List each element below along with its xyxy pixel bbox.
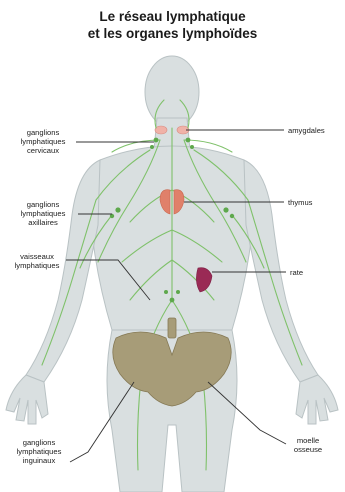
label-vaisseaux-lymphatiques: vaisseaux lymphatiques: [6, 252, 68, 270]
label-inguinaux-line2: lymphatiques: [6, 447, 72, 456]
label-thymus: thymus: [288, 198, 343, 207]
label-inguinaux-line3: inguinaux: [6, 456, 72, 465]
label-ganglions-axillaires: ganglions lymphatiques axillaires: [8, 200, 78, 227]
left-hand: [6, 375, 48, 424]
label-axillaires-line3: axillaires: [8, 218, 78, 227]
label-moelle-line1: moelle: [282, 436, 334, 445]
head: [145, 56, 199, 128]
label-rate-text: rate: [290, 268, 330, 277]
label-moelle-osseuse: moelle osseuse: [282, 436, 334, 454]
label-ganglions-inguinaux: ganglions lymphatiques inguinaux: [6, 438, 72, 465]
label-vaisseaux-line1: vaisseaux: [6, 252, 68, 261]
label-axillaires-line1: ganglions: [8, 200, 78, 209]
label-inguinaux-line1: ganglions: [6, 438, 72, 447]
label-amygdales-text: amygdales: [288, 126, 343, 135]
label-cervicaux-line1: ganglions: [8, 128, 78, 137]
label-cervicaux-line3: cervicaux: [8, 146, 78, 155]
label-rate: rate: [290, 268, 330, 277]
label-ganglions-cervicaux: ganglions lymphatiques cervicaux: [8, 128, 78, 155]
label-cervicaux-line2: lymphatiques: [8, 137, 78, 146]
label-axillaires-line2: lymphatiques: [8, 209, 78, 218]
right-hand: [296, 375, 338, 424]
left-arm: [26, 160, 100, 382]
label-vaisseaux-line2: lymphatiques: [6, 261, 68, 270]
label-amygdales: amygdales: [288, 126, 343, 135]
label-thymus-text: thymus: [288, 198, 343, 207]
label-moelle-line2: osseuse: [282, 445, 334, 454]
